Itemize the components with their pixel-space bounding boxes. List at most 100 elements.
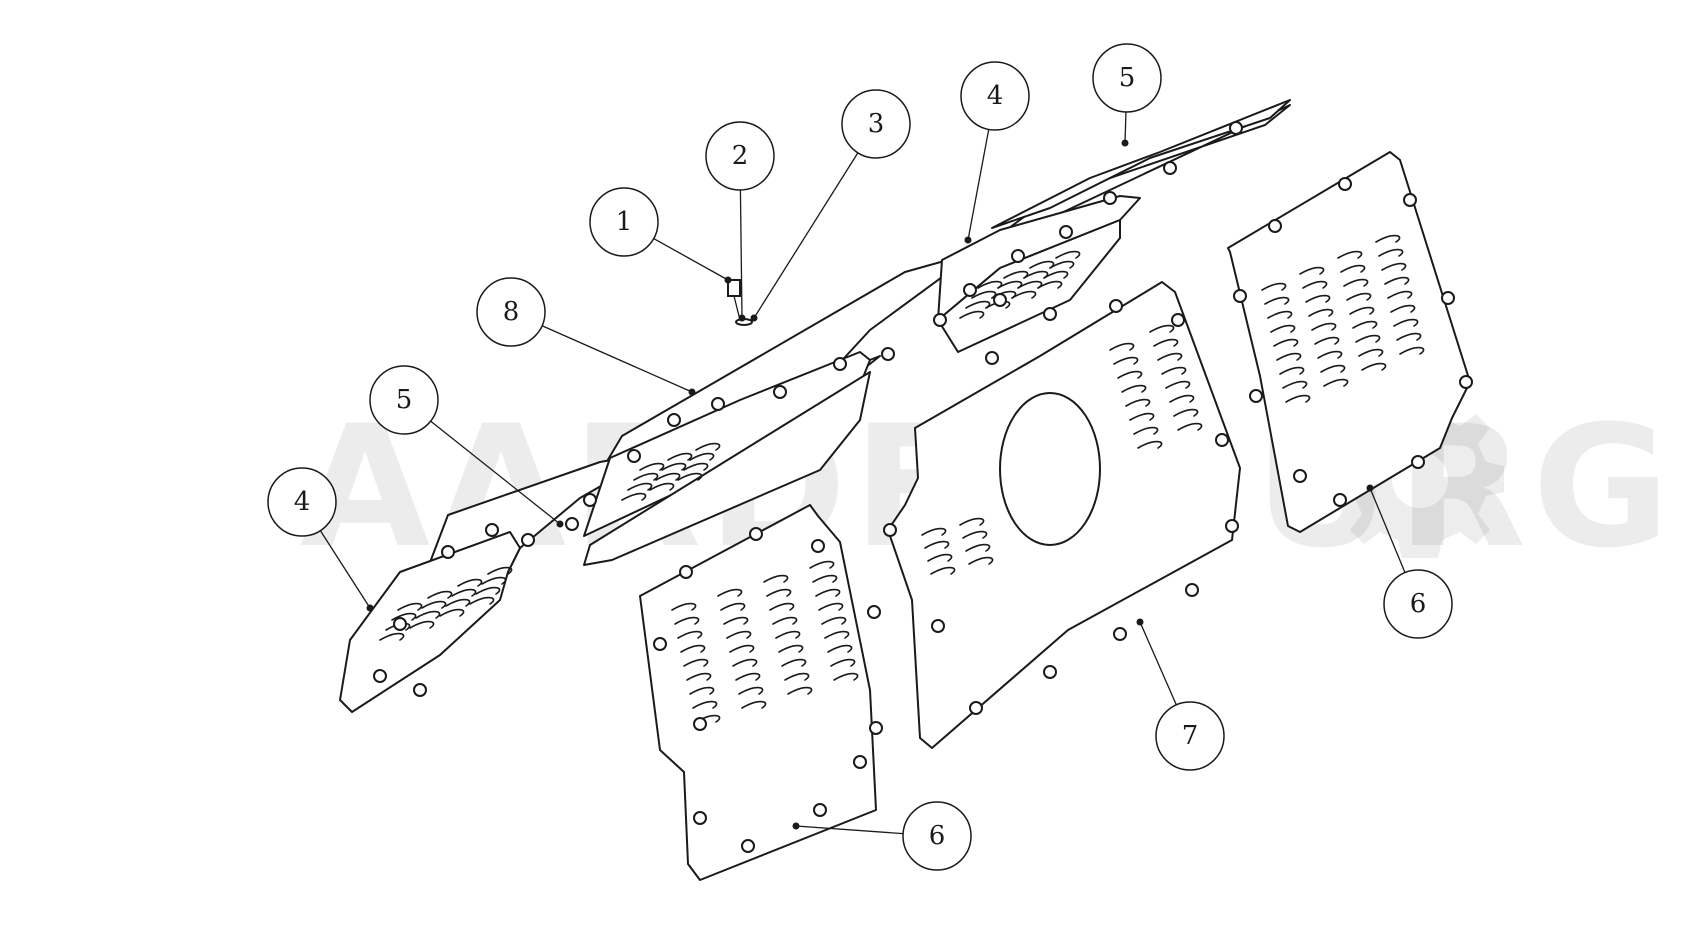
vent-slot [833,672,859,681]
vent-slot [1317,350,1343,359]
vent-slot [689,686,715,695]
vent-slot [1276,352,1302,361]
vent-slot [627,482,653,491]
vent-slot [818,602,844,611]
vent-slot [1125,398,1151,407]
callout-number: 6 [929,821,946,851]
leader-dot [738,314,746,322]
bolt [1163,161,1177,175]
vent-slot [1273,338,1299,347]
bolt [969,701,983,715]
vent-slot [738,686,764,695]
vent-slot [683,658,709,667]
bolt [1249,389,1263,403]
vent-slot [695,442,721,451]
vent-slot [1117,370,1143,379]
vent-slot [409,620,435,629]
callout-balloon: 5 [369,365,439,435]
callout-number: 4 [294,487,311,517]
vent-slot [962,530,988,539]
callout-number: 4 [987,81,1004,111]
vent-slot [927,553,953,562]
vent-slot [1305,294,1331,303]
vent-slot [1285,394,1311,403]
vent-slot [1137,440,1163,449]
balloon-circle [1383,569,1453,639]
vent-slot [815,588,841,597]
callout-balloon: 3 [841,89,911,159]
leader-dot [1121,139,1129,147]
vent-slot [639,462,665,471]
vent-slot [809,560,835,569]
vent-slot [421,600,447,609]
bolt [711,397,725,411]
vent-slot [427,590,453,599]
bolt [833,357,847,371]
bolt [653,637,667,651]
bolt [811,539,825,553]
vent-slot [1055,250,1081,259]
bolt [693,717,707,731]
part-left-vent-flap [583,351,871,566]
vent-slot [1358,348,1384,357]
balloon-circle [960,61,1030,131]
vent-slot [717,588,743,597]
vent-slot [671,602,697,611]
vent-slot [1381,262,1407,271]
vent-slot [1161,366,1187,375]
vent-slot [1173,408,1199,417]
balloon-circle [705,121,775,191]
vent-slot [741,700,767,709]
bolt [1103,191,1117,205]
vent-slot [726,630,752,639]
vent-slot [1308,308,1334,317]
bolt [1441,291,1455,305]
bolt [741,839,755,853]
vent-slot [1352,320,1378,329]
callout-number: 5 [1119,63,1136,93]
bolt [1043,665,1057,679]
vent-slot [1378,248,1404,257]
bolt [993,293,1007,307]
bolt [773,385,787,399]
vent-slot [415,610,441,619]
vent-slot [379,632,405,641]
vent-slot [667,452,693,461]
vent-slot [1399,346,1425,355]
vent-slot [1337,250,1363,259]
vent-slot [1129,412,1155,421]
bolt [853,755,867,769]
part-panel-6-left [639,504,877,881]
vent-slot [732,658,758,667]
bolt [1333,493,1347,507]
part-screw [727,279,741,321]
bolt [627,449,641,463]
bolt [1215,433,1229,447]
bolt [1233,289,1247,303]
vent-slot [689,452,715,461]
bolt [881,347,895,361]
vent-slot [827,644,853,653]
leader-dot [792,822,800,830]
vent-slot [1121,384,1147,393]
vent-slot [1037,280,1063,289]
bolt [963,283,977,297]
bolt [565,517,579,531]
part-panel-7-center [887,281,1241,749]
leader-line [653,237,729,281]
bolt [1225,519,1239,533]
vent-slot [1282,380,1308,389]
balloon-circle [369,365,439,435]
panel-7-round-cutout [999,392,1101,546]
vent-slot [1279,366,1305,375]
bolt [1059,225,1073,239]
vent-slot [1133,426,1159,435]
vent-slot [439,608,465,617]
callout-balloon: 2 [705,121,775,191]
vent-slot [720,602,746,611]
leader-lines [319,111,1406,835]
vent-slot [1396,332,1422,341]
bolt [1113,627,1127,641]
